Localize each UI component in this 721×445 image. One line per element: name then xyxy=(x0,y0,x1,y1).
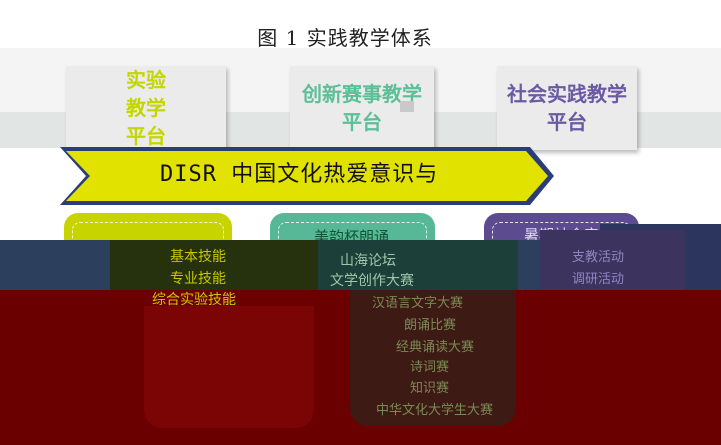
artifact-block xyxy=(400,101,414,112)
list-item: 专业技能 xyxy=(170,271,226,287)
social-practice-platform: 社会实践教学 平台 xyxy=(497,66,637,150)
list-item: 综合实验技能 xyxy=(152,292,236,308)
innovation-competition-platform: 创新赛事教学 平台 xyxy=(290,66,434,150)
list-item: 经典诵读大赛 xyxy=(396,340,475,355)
list-item: 汉语言文字大赛 xyxy=(372,296,464,311)
figure-caption: 图 1 实践教学体系 xyxy=(257,26,433,50)
platform-line: 平台 xyxy=(342,110,382,134)
banner-arrow xyxy=(60,147,554,205)
list-item: 山海论坛 xyxy=(340,253,396,269)
experiment-teaching-platform: 实验 教学 平台 xyxy=(66,66,226,150)
list-item: 朗诵比赛 xyxy=(404,318,457,333)
card-body-competition xyxy=(318,240,518,292)
list-item: 知识赛 xyxy=(410,381,450,396)
list-item: 基本技能 xyxy=(170,249,226,265)
platform-line: 平台 xyxy=(547,110,587,134)
card-body-social xyxy=(540,230,685,292)
platform-line: 实验 xyxy=(126,68,166,92)
list-item: 文学创作大赛 xyxy=(330,273,414,289)
list-item: 诗词赛 xyxy=(410,360,450,375)
list-item: 支教活动 xyxy=(572,250,625,265)
card-body-competition-lower xyxy=(350,290,516,426)
banner-text: DISR 中国文化热爱意识与 xyxy=(160,162,439,187)
platform-line: 教学 xyxy=(126,96,166,120)
list-item: 调研活动 xyxy=(572,272,625,287)
list-item: 中华文化大学生大赛 xyxy=(376,403,494,418)
card-body-experiment-lower xyxy=(144,306,314,428)
platform-line: 平台 xyxy=(126,124,166,148)
platform-line: 社会实践教学 xyxy=(507,82,627,106)
